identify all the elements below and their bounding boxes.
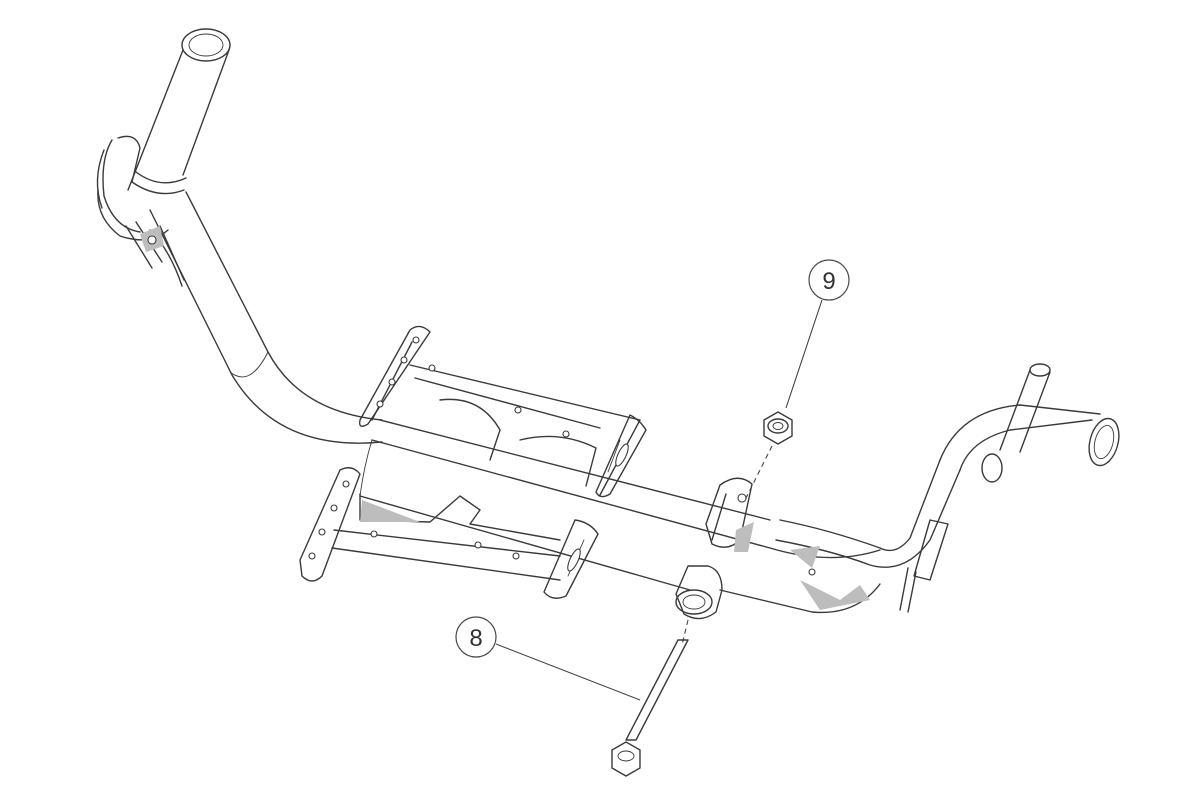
left-clamp (96, 135, 185, 287)
callout-9-leader (785, 299, 823, 409)
callout-9: 9 (785, 259, 850, 409)
right-tube-assembly (775, 363, 1120, 613)
hex-nut (763, 411, 793, 445)
callout-8-leader (495, 643, 641, 701)
bushing (675, 565, 723, 620)
hex-bolt (611, 619, 689, 777)
lower-bracket (299, 467, 599, 599)
main-crossbar (359, 419, 881, 614)
upper-bracket (358, 325, 647, 498)
callout-8-label: 8 (469, 625, 482, 652)
mounting-tab (705, 477, 754, 552)
nut-axis-line (744, 445, 773, 501)
callout-8: 8 (455, 616, 641, 701)
left-upright-tube (127, 28, 383, 444)
callout-9-label: 9 (822, 268, 835, 295)
